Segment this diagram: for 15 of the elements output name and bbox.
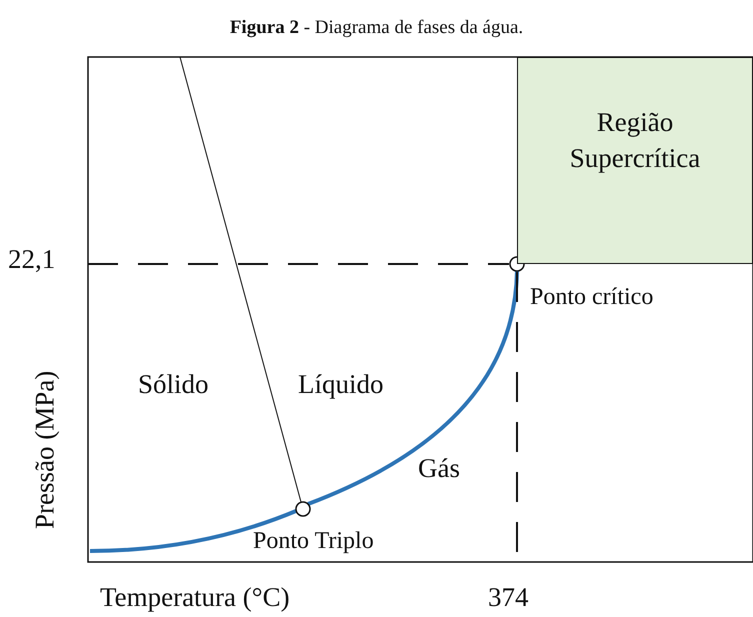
axis-tick-label: 22,1 bbox=[8, 245, 56, 275]
region-label: Região Supercrítica bbox=[568, 106, 702, 175]
region-box bbox=[517, 57, 753, 264]
phase-label: Sólido bbox=[138, 370, 209, 400]
point-label: Ponto crítico bbox=[530, 284, 654, 310]
phase-boundary-curve bbox=[90, 509, 297, 553]
phase-label: Líquido bbox=[298, 370, 384, 400]
axis-tick-label: 374 bbox=[488, 583, 528, 613]
phase-boundary-curve bbox=[307, 270, 519, 506]
point-label: Ponto Triplo bbox=[253, 528, 374, 554]
phase-boundary-line bbox=[180, 56, 302, 502]
axis-title: Pressão (MPa) bbox=[30, 370, 60, 529]
phase-label: Gás bbox=[418, 454, 460, 484]
axis-title: Temperatura (°C) bbox=[100, 583, 290, 613]
figure-title: Figura 2 - Diagrama de fases da água. bbox=[228, 18, 524, 39]
